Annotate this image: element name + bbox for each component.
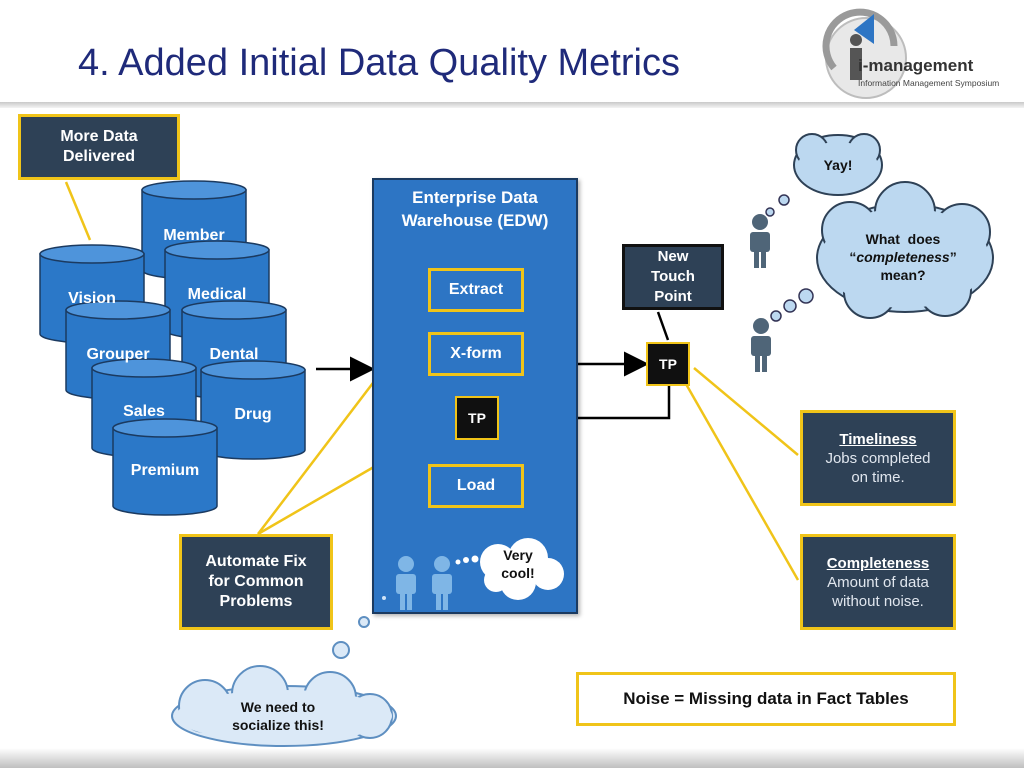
db-vision-label: Vision <box>68 290 116 307</box>
db-sales-label: Sales <box>123 403 165 420</box>
timeliness-heading: Timeliness <box>839 430 917 448</box>
database-cylinder-drug <box>200 360 306 460</box>
timeliness-desc: Jobs completed on time. <box>825 449 931 486</box>
noise-note: Noise = Missing data in Fact Tables <box>576 672 956 726</box>
person-icon <box>750 214 770 268</box>
logo-wordmark: i-management <box>858 56 974 75</box>
i-management-logo <box>814 8 1014 100</box>
edw-people <box>382 538 564 610</box>
automate-fix-box: Automate Fix for Common Problems <box>179 534 333 630</box>
logo-subtitle: Information Management Symposium <box>858 78 1000 88</box>
yay-cloud <box>793 133 883 196</box>
completeness-question-cloud <box>816 181 994 319</box>
very-cool-bubble-text: Very cool! <box>501 547 535 581</box>
load-step: Load <box>428 464 524 508</box>
edw-title: Enterprise Data Warehouse (EDW) <box>401 188 549 230</box>
slide-title: 4. Added Initial Data Quality Metrics <box>78 42 680 84</box>
completeness-question-text: What does“completeness”mean? <box>849 231 957 283</box>
new-touch-point-label: New Touch Point <box>622 244 724 310</box>
db-premium-label: Premium <box>130 462 200 479</box>
footer-bar <box>0 748 1024 768</box>
db-dental-label: Dental <box>209 346 259 363</box>
db-medical-label: Medical <box>187 286 247 303</box>
socialize-bubble-text: We need to socialize this! <box>232 699 324 733</box>
database-cylinder-premium <box>112 418 218 516</box>
xform-step: X-form <box>428 332 524 376</box>
socialize-cloud <box>171 665 397 747</box>
person-icon <box>396 556 416 610</box>
db-drug-label: Drug <box>234 406 272 423</box>
person-icon <box>432 556 452 610</box>
database-cylinders <box>39 180 306 516</box>
timeliness-metric-box: Timeliness Jobs completed on time. <box>800 410 956 506</box>
db-member-label: Member <box>163 227 225 244</box>
person-icon <box>751 318 771 372</box>
db-grouper-label: Grouper <box>86 346 150 363</box>
more-data-delivered-box: More Data Delivered <box>18 114 180 180</box>
title-divider <box>0 102 1024 108</box>
extract-step: Extract <box>428 268 524 312</box>
edw-touch-point: TP <box>455 396 499 440</box>
completeness-desc: Amount of data without noise. <box>827 573 929 610</box>
yay-text: Yay! <box>823 157 853 173</box>
logo-swirl-icon <box>822 8 907 99</box>
completeness-heading: Completeness <box>826 554 930 572</box>
completeness-metric-box: Completeness Amount of data without nois… <box>800 534 956 630</box>
new-touch-point-tp: TP <box>646 342 690 386</box>
